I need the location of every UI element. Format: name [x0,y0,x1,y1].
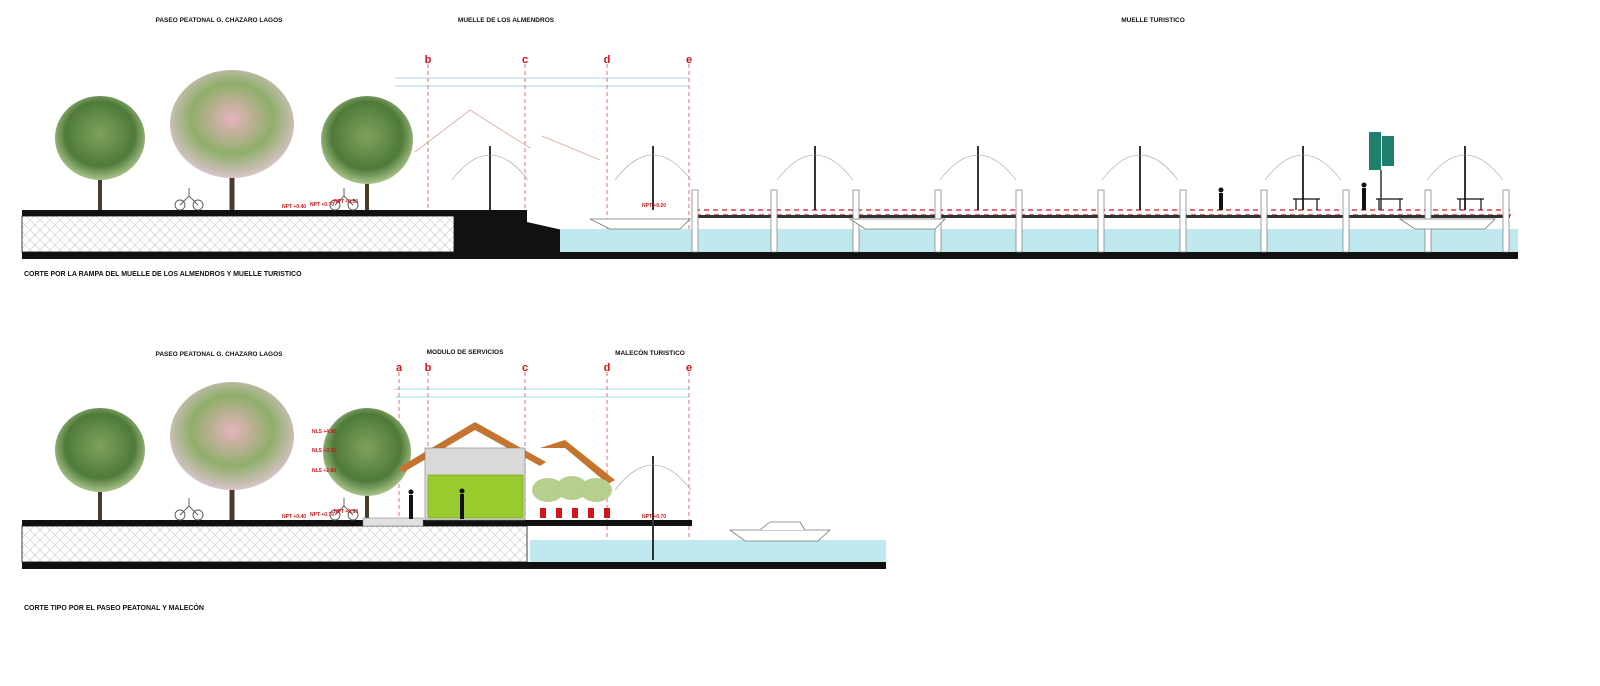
zone-label-modulo-servicios: MODULO DE SERVICIOS [427,349,504,356]
signage-panel [1369,132,1394,210]
base-line [22,252,1518,259]
tree-3 [323,408,411,520]
tree-1 [55,96,145,210]
cyclist-1 [174,188,204,211]
terrace-deck [527,520,692,526]
person-silhouette [408,488,465,519]
bench [1293,198,1484,210]
zone-label-paseo: PASEO PEATONAL G. CHAZARO LAGOS [155,351,283,358]
terrain-fill [21,525,528,563]
level-tag: NLS +4.80 [312,429,336,435]
section-2: PASEO PEATONAL G. CHAZARO LAGOS MODULO D… [21,348,886,612]
person-silhouette [1218,182,1367,210]
axis-label-c: c [522,54,528,66]
section-1: PASEO PEATONAL G. CHAZARO LAGOS MUELLE D… [21,17,1518,278]
level-tag: NPT +0.20 [642,203,666,209]
terrain-fill [21,215,455,253]
parasol [614,456,692,560]
tree-2 [170,382,294,520]
section-1-caption: CORTE POR LA RAMPA DEL MUELLE DE LOS ALM… [24,271,302,278]
planters [532,476,612,518]
zone-label-muelle-turistico: MUELLE TURISTICO [1121,17,1185,24]
tree-3 [321,96,413,210]
dimension-lines [395,77,689,87]
axis-label-b: b [425,362,432,374]
axis-lines [427,64,690,236]
axis-label-b: b [425,54,432,66]
level-tag: NPT +0.70 [642,514,666,520]
pavement-slab [22,210,527,216]
level-tag: NPT +0.50 [334,199,358,205]
cyclist-2 [329,498,359,521]
zone-label-muelle-almendros: MUELLE DE LOS ALMENDROS [458,17,555,24]
boat [589,218,1496,230]
level-tag: NLS +3.72 [312,448,336,454]
service-module [362,422,615,527]
parasol-masts [489,146,1466,210]
tree-1 [55,408,145,520]
level-tag: NPT +0.40 [282,204,306,210]
cyclist-2 [329,188,359,211]
section-2-caption: CORTE TIPO POR EL PASEO PEATONAL Y MALEC… [24,603,204,612]
green-facade-panel [427,474,524,519]
level-tag: NPT +0.50 [334,509,358,515]
tree-2 [170,70,294,210]
level-tag: NPT +0.70 [310,512,334,518]
water-body [530,540,886,562]
dimension-lines [395,388,689,398]
water-body [560,229,1518,252]
zone-label-paseo: PASEO PEATONAL G. CHAZARO LAGOS [155,17,283,24]
axis-label-e: e [686,54,692,66]
axis-label-c: c [522,362,528,374]
axis-label-d: d [604,362,611,374]
zone-label-malecon: MALECÓN TURISTICO [615,348,685,357]
boat [728,521,832,542]
pavement-slab [22,520,527,526]
axis-label-a: a [396,362,403,374]
level-tag: NPT +0.70 [310,202,334,208]
cyclist-1 [174,498,204,521]
level-tag: NPT +0.40 [282,514,306,520]
axis-label-d: d [604,54,611,66]
base-line [22,562,886,569]
axis-label-e: e [686,362,692,374]
roof-outline [414,109,601,161]
parasol-canopies [451,154,1504,181]
level-tag: NLS +2.80 [312,468,336,474]
